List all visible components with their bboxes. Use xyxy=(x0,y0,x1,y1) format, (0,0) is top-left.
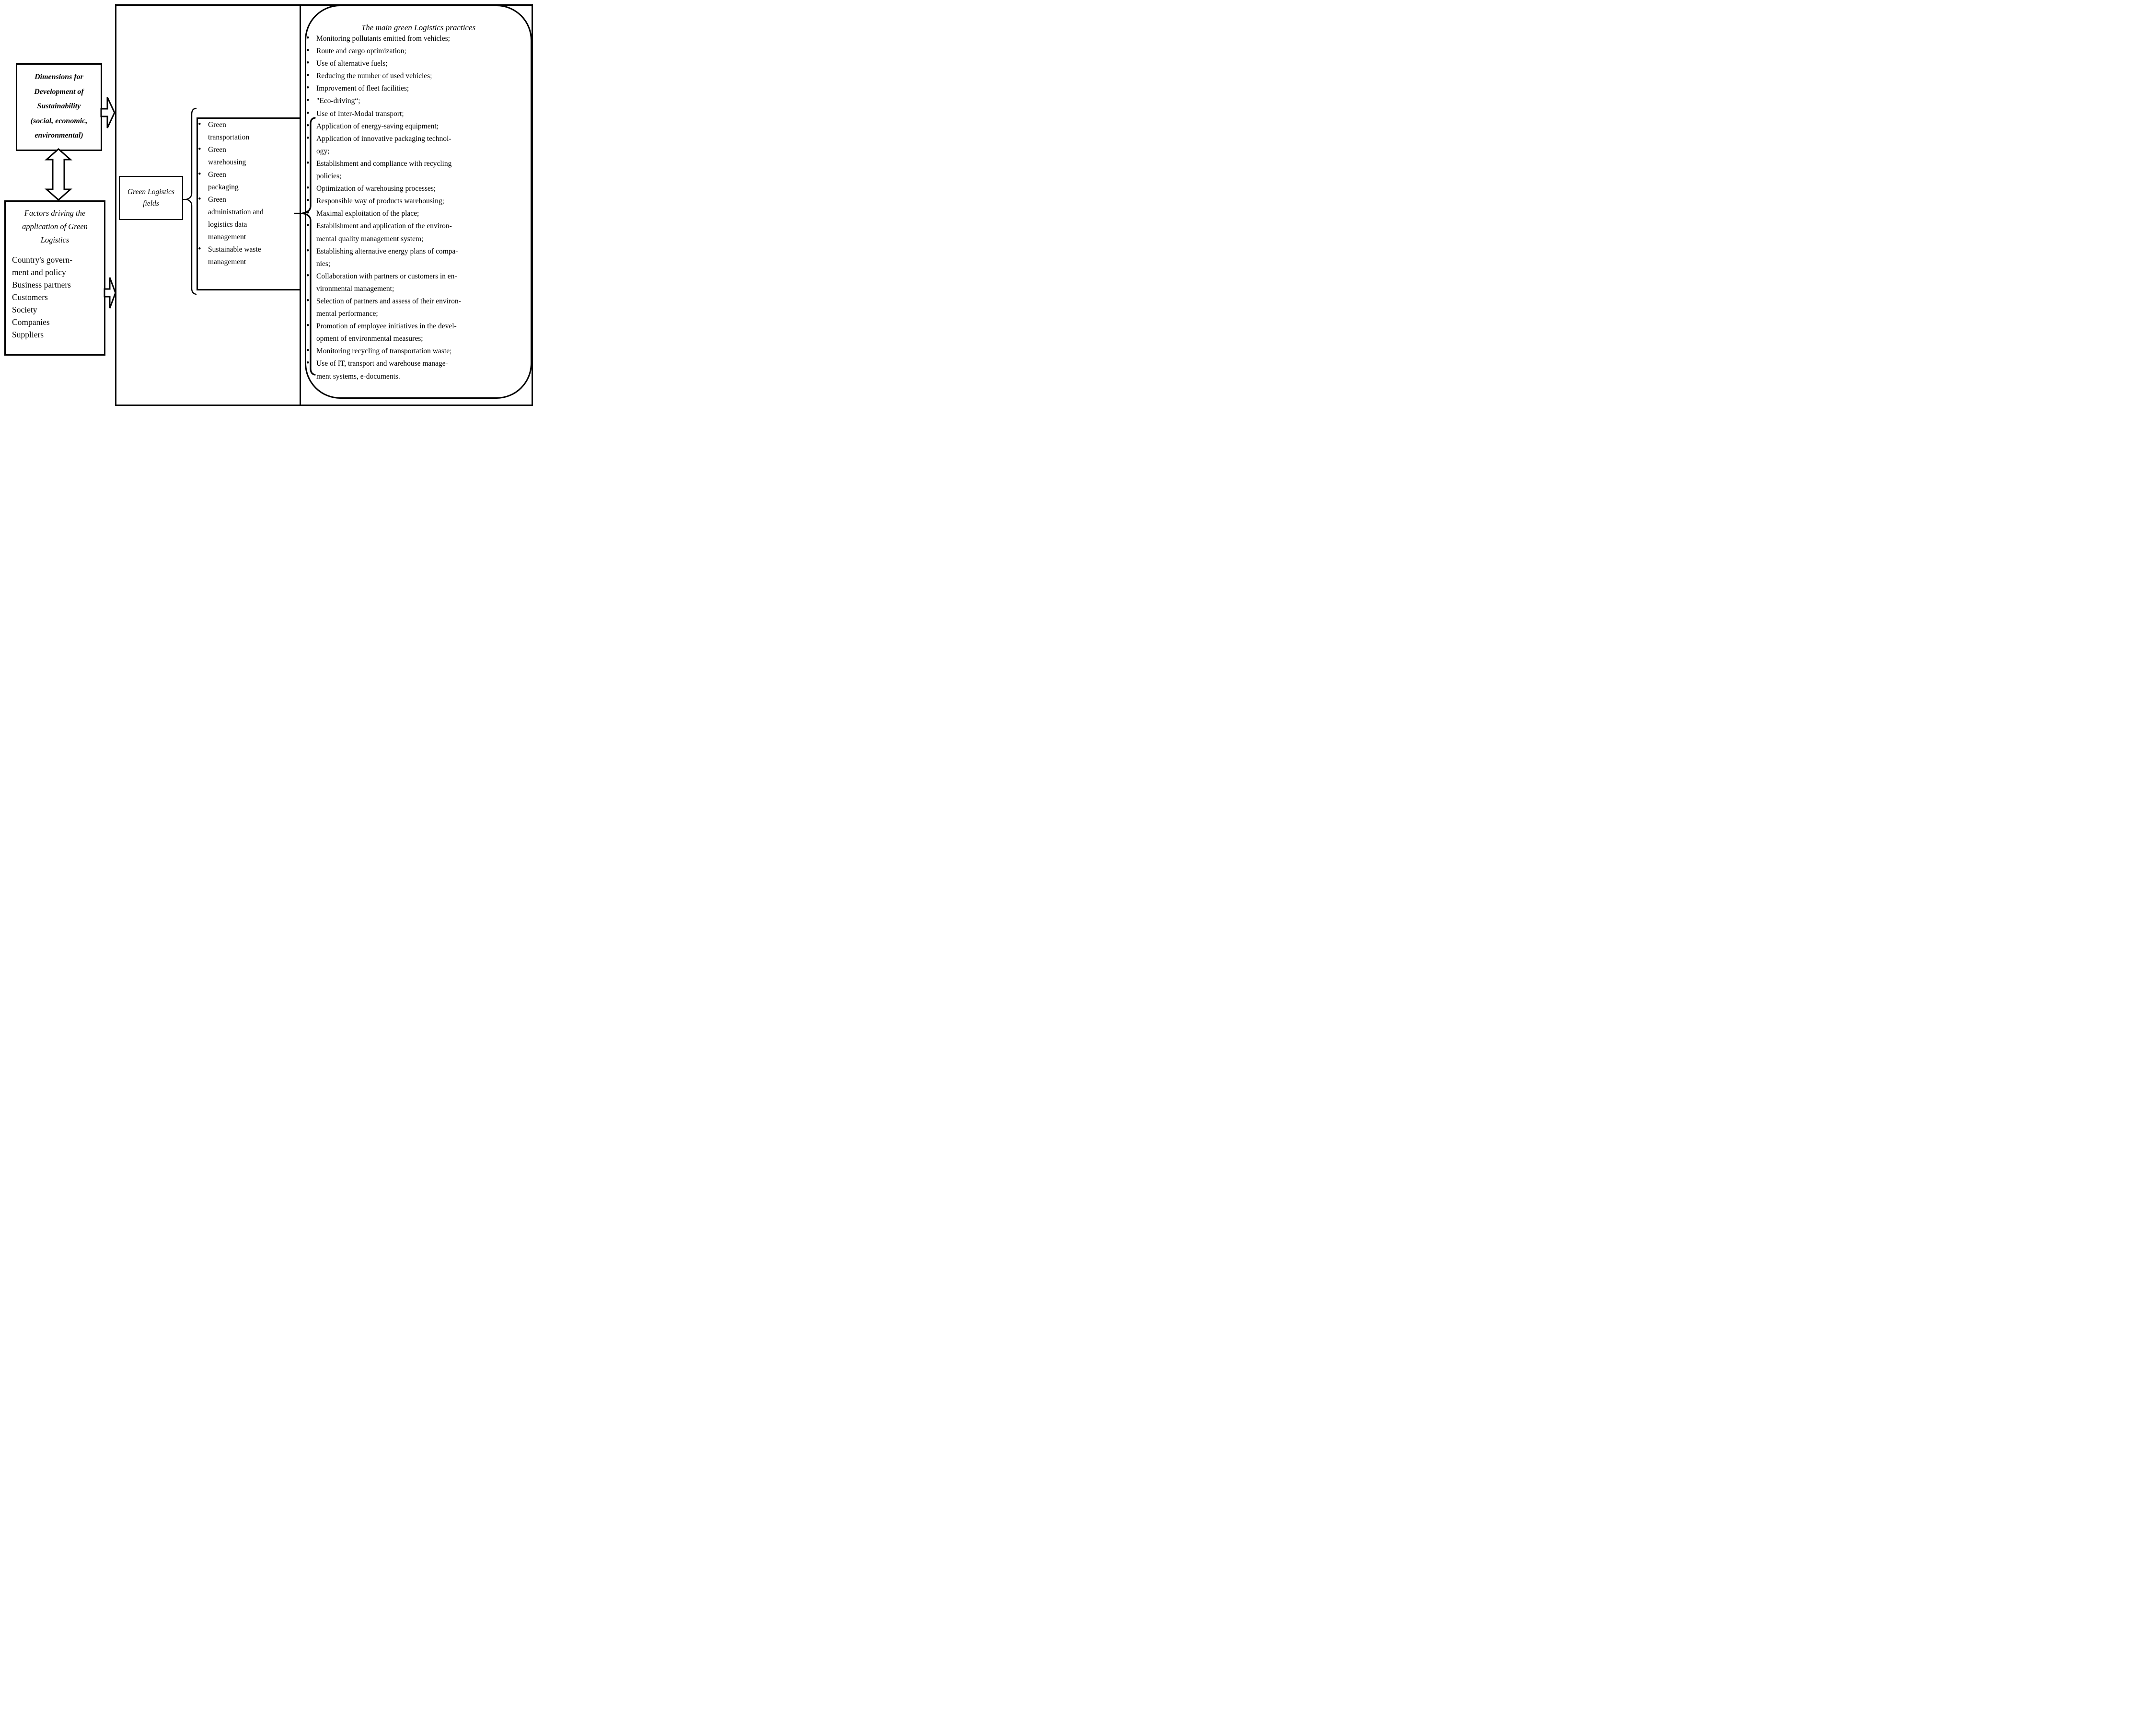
list-item: Green packaging xyxy=(198,168,300,194)
list-item: Collaboration with partners or customers… xyxy=(306,270,531,295)
list-item: Selection of partners and assess of thei… xyxy=(306,295,531,320)
list-item: Green warehousing xyxy=(198,143,300,169)
factors-box-title: Factors driving the application of Green… xyxy=(22,208,88,244)
fields-list-box: Green transportationGreen warehousingGre… xyxy=(197,117,301,290)
arrow-right-bottom-icon xyxy=(104,277,116,309)
list-item: Use of IT, transport and warehouse manag… xyxy=(306,357,531,382)
practices-list: Monitoring pollutants emitted from vehic… xyxy=(306,32,531,383)
list-item: Optimization of warehousing processes; xyxy=(306,182,531,195)
fields-box: Green Logistics fields xyxy=(119,176,183,220)
list-item: Establishing alternative energy plans of… xyxy=(306,245,531,270)
practices-panel: The main green Logistics practices Monit… xyxy=(305,5,532,399)
list-item: Society xyxy=(12,305,37,314)
list-item: Business partners xyxy=(12,280,71,289)
factors-box: Factors driving the application of Green… xyxy=(4,200,105,356)
fields-box-label: Green Logistics fields xyxy=(127,188,175,208)
list-item: Application of energy-saving equipment; xyxy=(306,120,531,133)
list-item: Monitoring recycling of transportation w… xyxy=(306,345,531,358)
list-item: Companies xyxy=(12,317,50,327)
list-item: Country's govern- ment and policy xyxy=(12,255,73,277)
list-item: Sustainable waste management xyxy=(198,243,300,268)
list-item: Reducing the number of used vehicles; xyxy=(306,69,531,82)
list-item: Use of Inter-Modal transport; xyxy=(306,107,531,120)
right-curly-brace-icon xyxy=(302,117,316,376)
list-item: "Eco-driving“; xyxy=(306,94,531,107)
list-item: Maximal exploitation of the place; xyxy=(306,207,531,220)
list-item: Establishment and compliance with recycl… xyxy=(306,157,531,183)
list-item: Establishment and application of the env… xyxy=(306,220,531,245)
diagram-page: Dimensions for Development of Sustainabi… xyxy=(0,0,538,434)
list-item: Green transportation xyxy=(198,118,300,144)
fields-list: Green transportationGreen warehousingGre… xyxy=(198,118,300,268)
list-item: Application of innovative packaging tech… xyxy=(306,132,531,158)
left-curly-brace-icon xyxy=(184,107,197,295)
list-item: Improvement of fleet facilities; xyxy=(306,82,531,95)
list-item: Suppliers xyxy=(12,330,44,339)
list-item: Responsible way of products warehousing; xyxy=(306,195,531,208)
list-item: Monitoring pollutants emitted from vehic… xyxy=(306,32,531,45)
arrow-up-down-icon xyxy=(45,148,72,201)
practices-panel-title: The main green Logistics practices xyxy=(361,23,476,32)
list-item: Customers xyxy=(12,292,48,302)
list-item: Use of alternative fuels; xyxy=(306,57,531,70)
arrow-right-top-icon xyxy=(100,97,116,128)
list-item: Green administration and logistics data … xyxy=(198,193,300,243)
list-item: Promotion of employee initiatives in the… xyxy=(306,320,531,345)
dimensions-box: Dimensions for Development of Sustainabi… xyxy=(16,63,102,151)
list-item: Route and cargo optimization; xyxy=(306,45,531,58)
connector-overlay xyxy=(45,97,316,376)
